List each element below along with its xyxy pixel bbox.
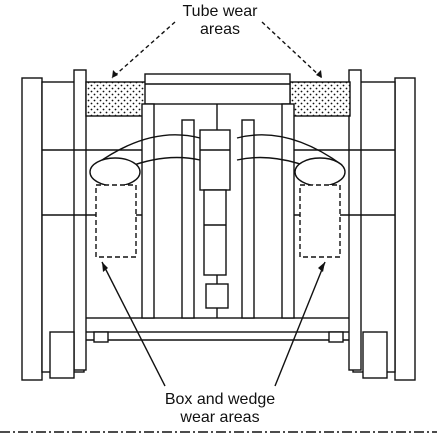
wedge-oval-left bbox=[89, 157, 141, 187]
label-tube-wear: Tube wear areas bbox=[145, 3, 295, 39]
label-box-wedge-line1: Box and wedge bbox=[164, 391, 276, 408]
label-box-wedge: Box and wedge wear areas bbox=[130, 391, 310, 427]
box-wear-area-right bbox=[299, 184, 341, 258]
left-outer-rail bbox=[21, 77, 43, 381]
top-crosshead bbox=[144, 73, 291, 105]
wedge-oval-right bbox=[294, 157, 346, 187]
right-outer-rail bbox=[394, 77, 416, 381]
leader-box-right bbox=[274, 261, 326, 387]
label-tube-wear-line2: areas bbox=[199, 21, 241, 38]
leader-box-left bbox=[101, 261, 166, 387]
label-tube-wear-line1: Tube wear bbox=[182, 3, 258, 20]
leader-tube-left bbox=[111, 21, 176, 79]
box-wear-area-left bbox=[95, 184, 137, 258]
tube-wear-area-left bbox=[85, 81, 147, 117]
central-cylinder bbox=[199, 129, 231, 191]
tube-wear-area-right bbox=[289, 81, 351, 117]
base-crossbar bbox=[79, 317, 356, 333]
label-box-wedge-line2: wear areas bbox=[180, 409, 260, 426]
